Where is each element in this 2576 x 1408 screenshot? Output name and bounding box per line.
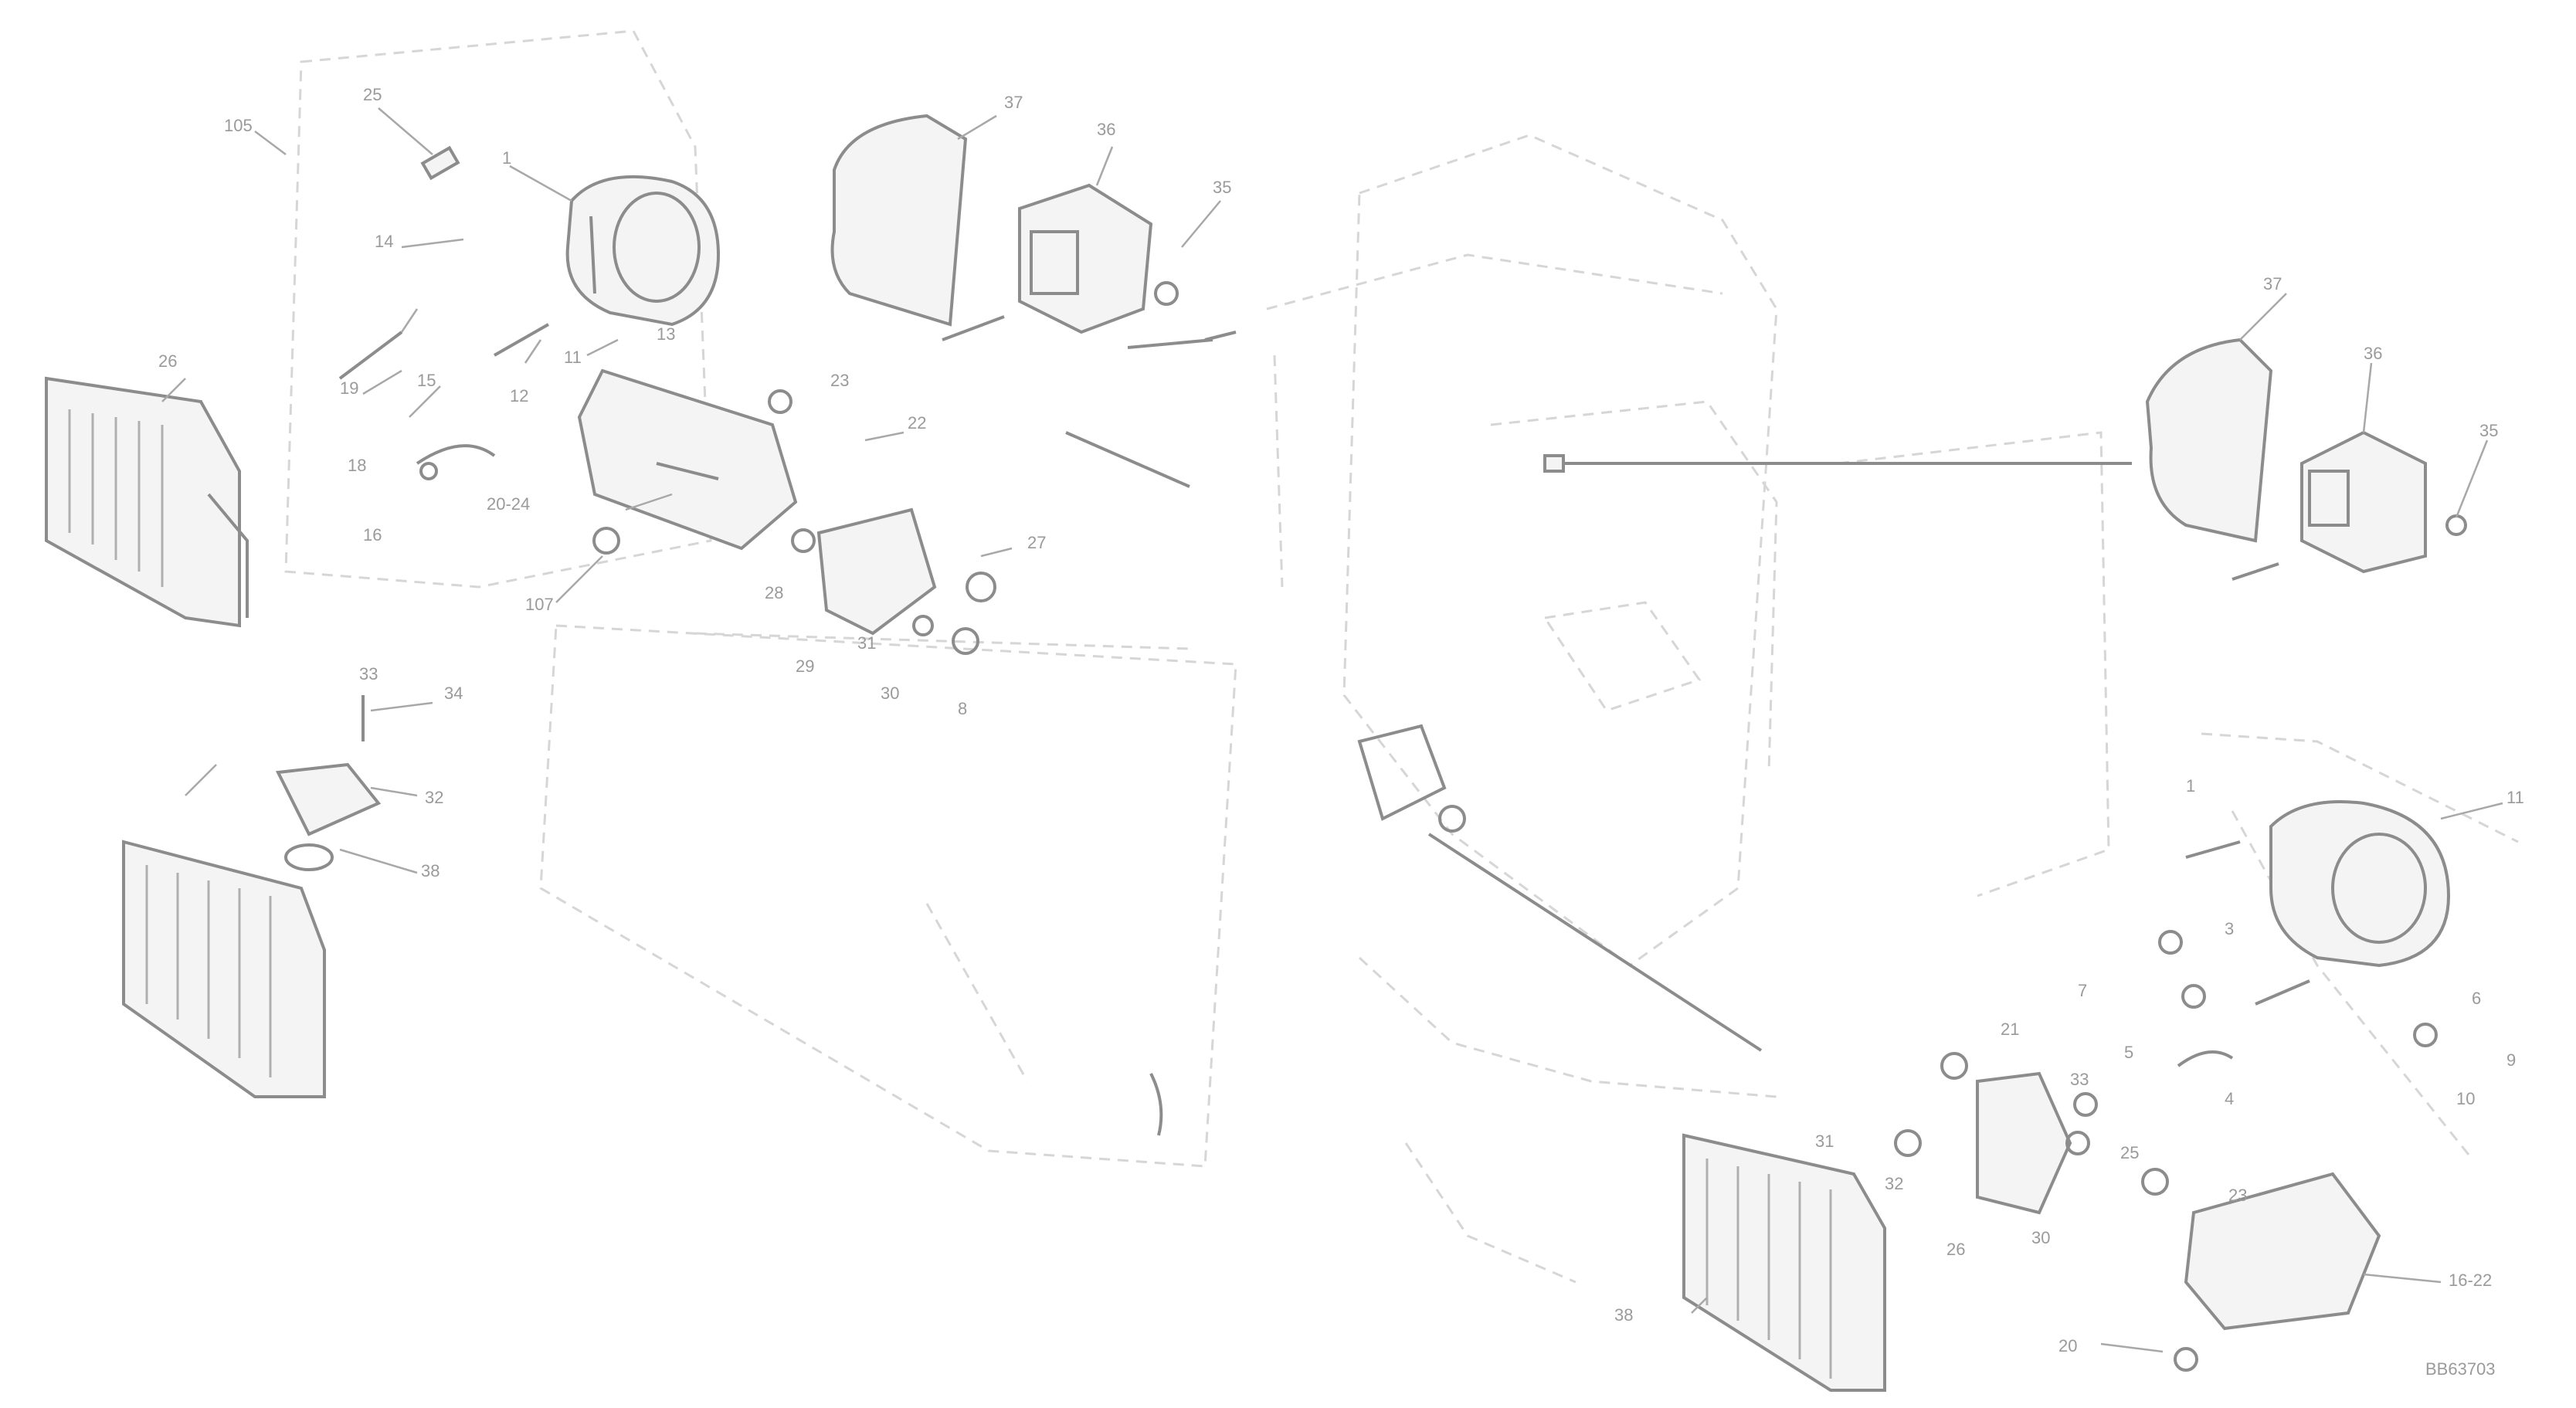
callout-27: 27 — [1027, 533, 1046, 552]
callout-20-br: 20 — [2058, 1336, 2077, 1355]
callout-37-right: 37 — [2263, 274, 2282, 293]
leader-lines — [161, 107, 2503, 1353]
callout-19-ul: 19 — [340, 378, 358, 398]
headlamp-lower-right — [2158, 800, 2451, 1067]
callout-26-br: 26 — [1946, 1240, 1965, 1259]
callout-105-ul: 105 — [224, 116, 253, 135]
machine-body-outline — [284, 29, 2519, 1284]
callout-28: 28 — [765, 583, 783, 602]
callout-26-ul: 26 — [158, 351, 177, 371]
callout-31-br: 31 — [1815, 1131, 1834, 1151]
callout-35-top: 35 — [1213, 178, 1231, 197]
callout-12-ul: 12 — [510, 386, 528, 405]
callout-6-right: 6 — [2472, 989, 2481, 1008]
callout-11-ul: 11 — [564, 348, 582, 367]
callout-38-br: 38 — [1614, 1305, 1633, 1325]
headlamp-upper-left — [338, 145, 721, 480]
callout-5-right: 5 — [2124, 1043, 2133, 1062]
callout-36-right: 36 — [2364, 344, 2382, 363]
callout-34: 34 — [444, 684, 463, 703]
callout-23-mid: 23 — [830, 371, 849, 390]
callout-20-24: 20-24 — [487, 494, 530, 514]
work-lamp-top — [830, 114, 1213, 349]
callout-33: 33 — [359, 664, 378, 684]
callout-32-br: 32 — [1885, 1174, 1903, 1193]
callout-3-right: 3 — [2225, 919, 2234, 938]
grille-upper-left — [45, 376, 249, 628]
callout-15-ul: 15 — [417, 371, 436, 390]
callout-1-right: 1 — [2186, 776, 2195, 796]
callout-35-right: 35 — [2479, 421, 2498, 440]
callout-18-ul: 18 — [348, 456, 366, 475]
callout-11-right: 11 — [2506, 788, 2524, 807]
callout-7-right: 7 — [2078, 981, 2087, 1000]
callout-10-right: 10 — [2456, 1089, 2475, 1108]
callout-8: 8 — [958, 699, 967, 718]
callout-16-ul: 16 — [363, 525, 382, 545]
reflector-middle — [577, 368, 798, 555]
callout-38: 38 — [421, 861, 440, 880]
callout-32: 32 — [425, 788, 443, 807]
callout-1-ul: 1 — [502, 148, 511, 168]
callout-21-br: 21 — [2001, 1020, 2019, 1039]
callout-13-ul: 13 — [657, 324, 675, 344]
drawing-id: BB63703 — [2425, 1359, 2496, 1379]
callout-30: 30 — [881, 684, 899, 703]
callout-30-br: 30 — [2031, 1228, 2050, 1247]
lamp-housing-middle — [791, 507, 996, 655]
callout-36-top: 36 — [1097, 120, 1115, 139]
callout-23-br: 23 — [2228, 1186, 2247, 1205]
callout-4-right: 4 — [2225, 1089, 2234, 1108]
callout-9-right: 9 — [2506, 1050, 2516, 1070]
work-lamp-right — [1543, 338, 2467, 581]
callout-14-ul: 14 — [375, 232, 393, 251]
callout-31: 31 — [857, 633, 876, 653]
callout-33-br: 33 — [2070, 1070, 2089, 1089]
callout-25-ul: 25 — [363, 85, 382, 104]
callout-37-top: 37 — [1004, 93, 1023, 112]
grille-lower-right — [1682, 1133, 1886, 1392]
callout-labels: 105 25 1 14 26 19 15 18 12 11 16 13 37 3… — [158, 85, 2524, 1379]
callout-22-mid: 22 — [908, 413, 926, 433]
callout-29: 29 — [796, 657, 814, 676]
center-fixture — [1065, 331, 1763, 1136]
callout-25-br: 25 — [2120, 1143, 2139, 1162]
callout-16-22: 16-22 — [2449, 1271, 2492, 1290]
reflector-lower-right — [1894, 1052, 2381, 1372]
callout-107: 107 — [525, 595, 554, 614]
grille-lower-left — [122, 695, 382, 1098]
